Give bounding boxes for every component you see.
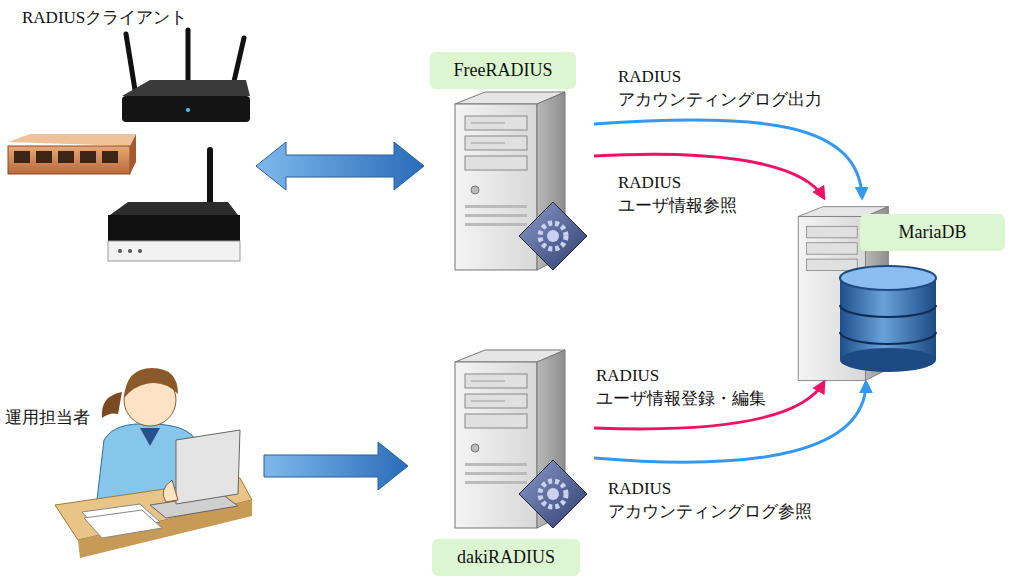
switch-hub <box>8 134 136 174</box>
block-arrow <box>256 142 424 190</box>
block-arrow <box>264 442 408 490</box>
name-tag: dakiRADIUS <box>432 539 580 576</box>
edge-label: RADIUS ユーザ情報参照 <box>616 172 743 218</box>
edge-label: RADIUS アカウンティングログ出力 <box>616 66 828 112</box>
server-tower <box>455 350 587 528</box>
name-tag: MariaDB <box>860 214 1005 251</box>
database-node: MariaDB <box>790 200 1005 380</box>
operator-group: 運用担当者 <box>5 360 252 565</box>
name-tag: FreeRADIUS <box>430 52 576 89</box>
group-label: RADIUSクライアント <box>22 8 187 28</box>
server-node: FreeRADIUS <box>430 50 592 270</box>
edge-label: RADIUS アカウンティングログ参照 <box>606 478 818 524</box>
edge-label: RADIUS ユーザ情報登録・編集 <box>594 365 772 411</box>
group-label: 運用担当者 <box>5 408 90 428</box>
server-tower <box>455 92 587 270</box>
server-node: dakiRADIUS <box>430 345 592 578</box>
wireless-router <box>108 150 240 261</box>
operator-figure <box>55 368 252 558</box>
client-group: RADIUSクライアント <box>5 5 250 270</box>
router <box>122 30 250 122</box>
database-cylinder <box>840 266 936 372</box>
